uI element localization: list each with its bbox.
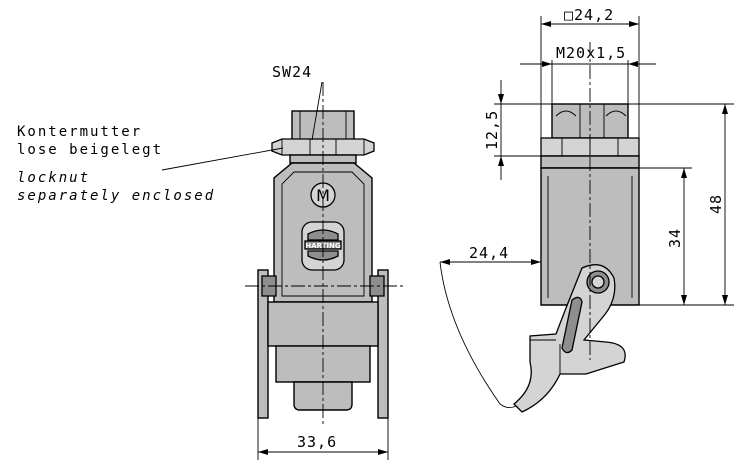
nut-height-dimension — [494, 80, 552, 180]
annotation-line-4: separately enclosed — [17, 188, 215, 204]
housing-height-label: 34 — [666, 228, 684, 248]
side-gland-body — [551, 103, 629, 139]
logo-letter: M — [316, 186, 330, 205]
square-dim-label: □24,2 — [564, 6, 614, 24]
lever-radius-dimension — [439, 259, 541, 409]
square-dimension — [540, 16, 640, 138]
housing-height-dimension — [639, 167, 692, 305]
side-view: □24,2 M20x1,5 12,5 48 — [439, 6, 734, 413]
total-height-label: 48 — [707, 194, 725, 214]
width-dim-label: 33,6 — [297, 433, 337, 451]
thread-dimension — [520, 60, 656, 104]
thread-label: M20x1,5 — [556, 44, 626, 62]
wrench-size-leader — [311, 81, 323, 141]
nut-height-label: 12,5 — [483, 110, 501, 150]
annotation-line-3: locknut — [17, 170, 90, 186]
total-height-dimension — [628, 103, 734, 306]
side-locking-lever — [513, 264, 626, 413]
locknut-annotation: Kontermutter lose beigelegt locknut sepa… — [17, 124, 284, 204]
annotation-line-2: lose beigelegt — [17, 142, 163, 158]
wrench-size-label: SW24 — [272, 63, 312, 81]
base-spigot — [293, 381, 353, 411]
annotation-line-1: Kontermutter — [17, 124, 142, 140]
lever-radius-label: 24,4 — [469, 244, 509, 262]
annotation-leader — [161, 147, 284, 171]
width-dimension — [257, 418, 389, 460]
front-view: M HARTING SW24 — [245, 63, 404, 460]
